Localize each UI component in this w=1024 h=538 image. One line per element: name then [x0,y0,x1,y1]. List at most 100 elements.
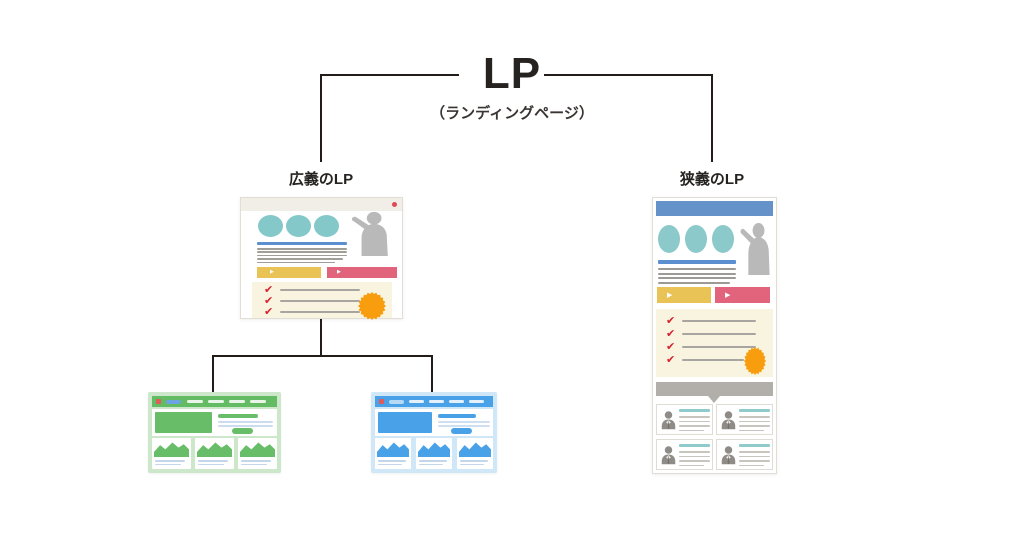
text-line [739,455,770,457]
text-line [257,261,335,264]
testimonial-card [716,439,773,470]
mountain-thumbnail-icon [459,442,491,457]
nav-item [229,399,245,403]
text-line [739,460,770,462]
check-text-line [682,320,756,322]
hero-section [375,409,493,436]
navbar [152,396,277,407]
article-card [152,438,191,469]
caption-line [419,463,443,466]
person-silhouette-icon [351,211,388,256]
text-line [679,464,704,466]
connector-sub-drop-left [212,355,214,392]
mountain-thumbnail-icon [377,442,409,457]
check-text-line [682,359,744,361]
caption-line [241,463,267,466]
check-icon: ✔ [666,341,676,353]
banner-notch [708,396,720,403]
hero-oval [712,225,734,253]
diagram-title: LP [482,49,542,98]
cta-button-yellow: ▶ [657,287,711,303]
connector-sub-horizontal [212,355,433,357]
window-dot-icon [392,202,397,207]
testimonial-card [656,439,713,470]
section-banner [656,382,773,396]
cta-button-pink: ▶ [715,287,770,303]
broad-lp-mockup: ▶ ▶ ✔ ✔ ✔ [240,197,403,320]
nav-item [389,399,404,404]
starburst-badge-icon [744,347,766,375]
text-line [679,460,710,462]
check-icon: ✔ [264,306,274,318]
cta-pill [451,428,472,434]
checklist-panel: ✔ ✔ ✔ ✔ [656,309,773,377]
connector-sub-stem [320,319,322,356]
text-line [257,251,347,253]
nav-item [250,399,266,403]
hero-image [378,412,432,433]
check-text-line [682,333,756,335]
person-bust-icon [721,411,736,430]
play-icon: ▶ [270,269,274,275]
text-line [739,425,770,427]
page-header-bar [656,201,773,216]
checklist-panel: ✔ ✔ ✔ [252,282,392,320]
testimonial-card [656,404,713,435]
play-icon: ▶ [337,269,341,275]
home-icon [379,399,384,404]
starburst-badge-icon [358,292,386,320]
text-line [739,416,770,418]
caption-line [460,463,484,466]
text-line [679,420,710,422]
nav-item [469,399,484,403]
play-icon: ▶ [725,291,731,299]
check-icon: ✔ [264,295,274,307]
article-card [195,438,234,469]
person-bust-icon [661,446,676,465]
headline-line [438,414,476,418]
mountain-thumbnail-icon [418,442,450,457]
nav-item [208,399,224,403]
check-text-line [280,311,360,313]
home-icon [156,399,161,404]
browser-bar [241,198,402,211]
text-line [679,416,710,418]
hero-circle [258,215,283,237]
hero-circle [286,215,311,237]
cta-button-pink: ▶ [327,267,397,278]
person-bust-icon [661,411,676,430]
diagram-subtitle: （ランディングページ） [430,105,594,122]
check-text-line [280,300,360,302]
article-card [416,438,452,469]
website-mockup-blue [371,392,497,473]
text-line [438,421,490,423]
text-line [257,248,347,250]
cta-pill [232,428,253,434]
headline-line [218,414,258,418]
check-text-line [280,289,360,291]
text-line [218,421,273,423]
text-line [739,464,764,466]
connector-top-right [544,74,713,76]
text-line [658,268,736,270]
article-card [457,438,493,469]
text-line [679,429,704,431]
person-silhouette-icon [740,223,770,275]
right-branch-label: 狭義のLP [679,171,745,188]
narrow-lp-mockup: ▶ ▶ ✔ ✔ ✔ ✔ [652,197,777,474]
text-line [679,455,710,457]
caption-line [198,460,228,462]
text-line [739,451,770,453]
article-card [375,438,411,469]
article-card [238,438,277,469]
text-line [257,254,347,257]
caption-line [378,460,406,462]
navbar [375,396,493,407]
name-line [739,444,770,447]
hero-image [155,412,212,433]
check-text-line [682,346,756,348]
check-icon: ✔ [264,284,274,296]
heading-line [658,260,736,264]
hero-circle [314,215,339,237]
